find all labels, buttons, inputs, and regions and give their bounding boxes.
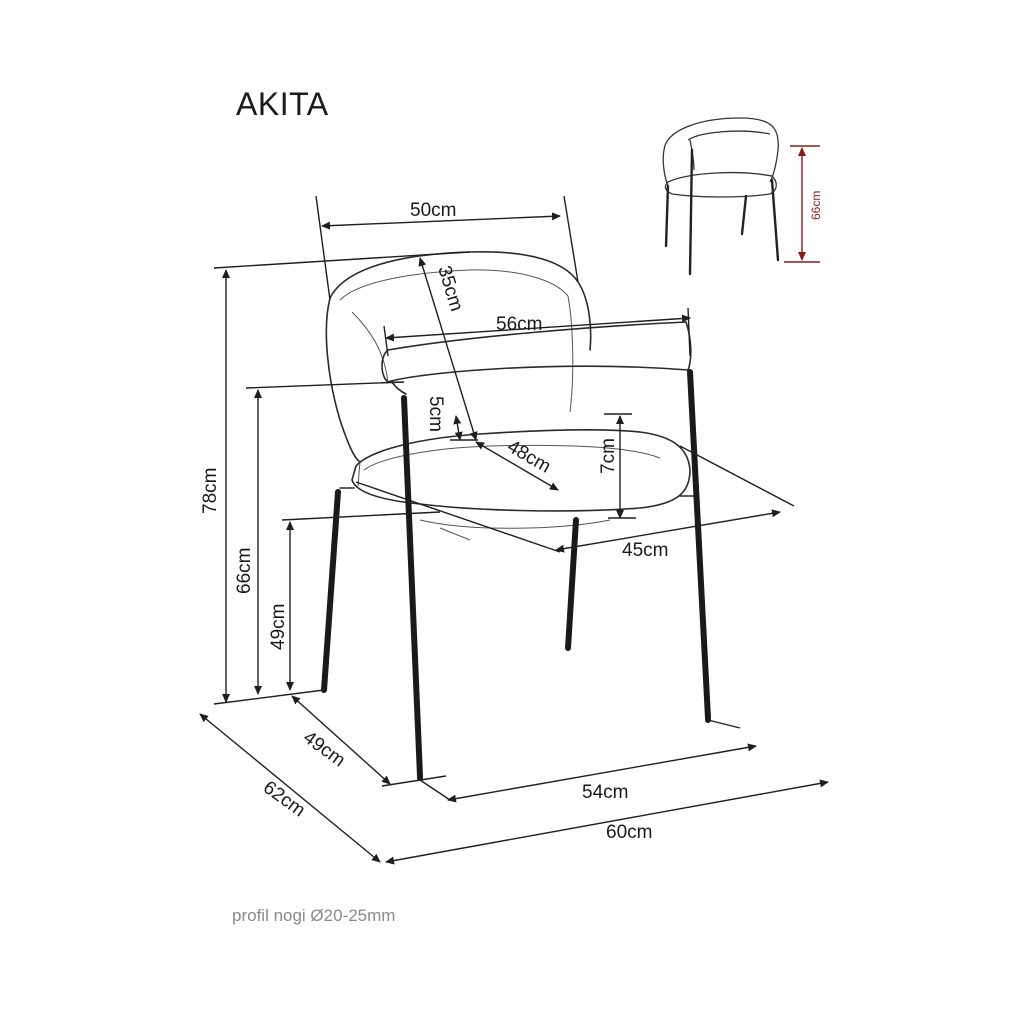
dim-seat-width: 45cm [355,445,795,561]
leg-profile-note: profil nogi Ø20-25mm [232,906,396,925]
label-inset-armrest-height: 66cm [809,191,823,220]
dim-seat-thickness: 7cm [598,413,636,519]
dim-base-width-outer: 60cm [385,779,829,865]
dim-seat-height: 49cm [268,511,441,691]
dim-seat-depth: 48cm [475,436,559,491]
chair-outline [325,250,697,541]
label-total-height: 78cm [200,468,221,514]
label-arm-width: 56cm [496,314,542,335]
dim-armrest-height: 66cm [234,381,405,695]
dim-base-depth-inner: 49cm [291,695,447,787]
dim-base-width-inner: 54cm [419,719,757,803]
label-backrest-depth: 35cm [433,263,467,314]
dim-arm-gap: 5cm [425,396,478,441]
dim-backrest-width: 50cm [315,195,579,301]
inset-chair-side-view [662,117,780,276]
dim-base-depth-outer: 62cm [199,713,381,863]
dim-arm-width: 56cm [383,307,691,357]
label-seat-height: 49cm [268,604,289,650]
label-armrest-height: 66cm [234,548,255,594]
label-base-width-outer: 60cm [606,822,652,843]
label-base-depth-inner: 49cm [299,727,349,771]
label-seat-thickness: 7cm [598,438,619,474]
label-backrest-width: 50cm [410,200,456,221]
label-arm-gap: 5cm [425,396,446,432]
label-base-width-inner: 54cm [582,782,628,803]
chair-legs [321,369,711,781]
dim-total-height: 78cm [200,251,471,705]
inset-dim-armrest-height: 66cm [784,145,823,263]
label-seat-depth: 48cm [504,436,555,477]
product-title: AKITA [236,86,329,122]
label-seat-width: 45cm [622,540,668,561]
